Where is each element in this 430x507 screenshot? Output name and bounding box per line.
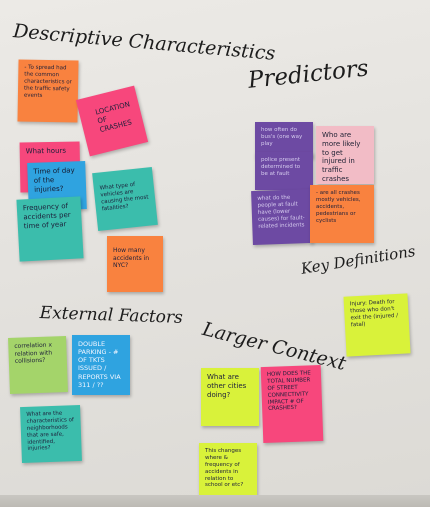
note-text: What are other cities doing? — [207, 373, 247, 399]
note-text: Who are more likely to get injured in tr… — [322, 131, 361, 183]
note-text: Time of day of the injuries? — [33, 166, 75, 194]
note-text: correlation x relation with collisions? — [14, 341, 53, 365]
sticky-note-police-present: police present determined to be at fault — [255, 152, 313, 190]
heading-key-definitions: Key Definitions — [299, 241, 417, 278]
note-text: What are the characteristics of neighbor… — [26, 410, 74, 453]
sticky-note-who-are-more-likely: Who are more likely to get injured in tr… — [316, 126, 374, 184]
sticky-note-are-crashes-mostly: - are all crashes mostly vehicles, accid… — [310, 185, 374, 243]
note-text: - To spread had the common characteristi… — [23, 64, 72, 99]
sticky-note-injury-death-definition: Injury: Death for those who don't exit t… — [343, 293, 411, 357]
note-text: What hours — [25, 146, 67, 156]
note-text: HOW DOES THE TOTAL NUMBER OF STREET CONN… — [266, 370, 311, 413]
note-text: police present determined to be at fault — [261, 157, 301, 177]
note-text: how often do bus's (one way play — [261, 127, 303, 147]
sticky-note-how-many-accidents: How many accidents in NYC? — [107, 236, 163, 292]
sticky-note-common-characteristics: - To spread had the common characteristi… — [17, 59, 79, 123]
heading-descriptive-characteristics: Descriptive Characteristics — [12, 20, 277, 65]
sticky-note-this-changes: This changes where & frequency of accide… — [199, 443, 257, 497]
note-text: DOUBLE PARKING - # OF TKTS ISSUED / REPO… — [78, 340, 121, 389]
note-text: This changes where & frequency of accide… — [205, 448, 244, 489]
sticky-note-street-connectivity: HOW DOES THE TOTAL NUMBER OF STREET CONN… — [260, 364, 324, 444]
note-text: LOCATION OF CRASHES — [94, 100, 133, 134]
sticky-note-location-of-crashes: LOCATION OF CRASHES — [75, 85, 149, 157]
note-text: - are all crashes mostly vehicles, accid… — [316, 190, 361, 224]
sticky-note-double-parking: DOUBLE PARKING - # OF TKTS ISSUED / REPO… — [72, 335, 130, 395]
sticky-note-characteristics-of-neighborhoods: What are the characteristics of neighbor… — [20, 404, 82, 464]
sticky-note-frequency-of-accidents: Frequency of accidents per time of year — [16, 196, 84, 262]
note-text: Injury: Death for those who don't exit t… — [349, 299, 399, 328]
sticky-note-what-type-of-vehicles: What type of vehicles are causing the mo… — [92, 167, 158, 231]
note-text: How many accidents in NYC? — [113, 247, 150, 269]
note-text: What type of vehicles are causing the mo… — [99, 181, 149, 213]
sticky-note-correlation: correlation x relation with collisions? — [8, 336, 68, 394]
sticky-note-other-cities: What are other cities doing? — [201, 368, 259, 426]
sticky-note-what-do-the-people: what do the people at fault have (lower … — [251, 188, 313, 246]
note-text: Frequency of accidents per time of year — [22, 202, 71, 230]
note-text: what do the people at fault have (lower … — [257, 194, 305, 230]
heading-external-factors: External Factors — [39, 303, 184, 328]
